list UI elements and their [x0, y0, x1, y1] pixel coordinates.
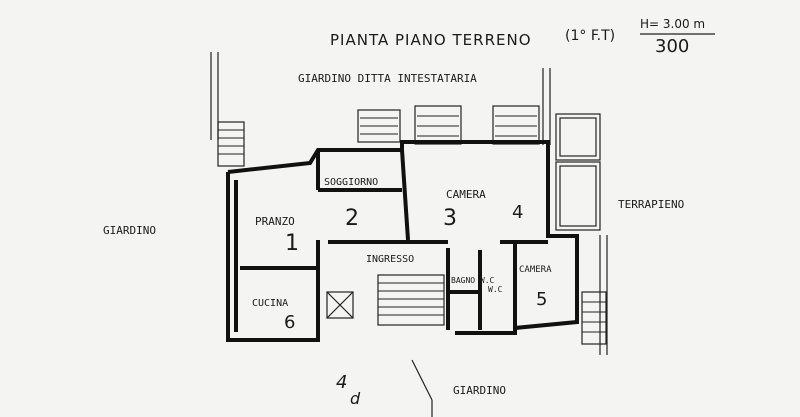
room-bagno-label: BAGNO W.C: [451, 276, 495, 285]
room-soggiorno-number: 2: [345, 206, 359, 231]
room-cucina-label: CUCINA: [252, 298, 288, 309]
boundary-lines: [210, 52, 608, 417]
svg-text:d: d: [350, 389, 361, 408]
top-frames: [357, 105, 540, 145]
height-note: H= 3.00 m: [640, 17, 705, 31]
garden-left-label: GIARDINO: [103, 224, 156, 237]
floor-note: (1° F.T): [565, 28, 615, 44]
right-stair: [581, 291, 607, 345]
left-stair: [217, 121, 245, 167]
room-pranzo-number: 1: [285, 231, 299, 256]
room-ingresso-label: INGRESSO: [366, 254, 414, 265]
room-pranzo-label: PRANZO: [255, 215, 295, 228]
handwritten-annotation: 4 d: [336, 372, 361, 408]
room-camera2-number: 5: [536, 289, 547, 310]
svg-text:4: 4: [336, 372, 347, 393]
scale-value: 300: [655, 36, 689, 57]
room-soggiorno-label: SOGGIORNO: [324, 177, 378, 188]
room-cucina-number: 6: [284, 312, 295, 333]
room-wc-label: W.C: [488, 285, 503, 294]
plan-title: PIANTA PIANO TERRENO: [330, 31, 532, 49]
room-camera2-label: CAMERA: [519, 265, 552, 275]
room-4-number: 4: [512, 202, 523, 223]
garden-top-label: GIARDINO DITTA INTESTATARIA: [298, 72, 477, 85]
room-camera-label: CAMERA: [446, 188, 486, 201]
terrace-boxes: [555, 113, 601, 231]
central-stair: [326, 274, 445, 326]
room-camera-number: 3: [443, 206, 457, 231]
garden-bottom-label: GIARDINO: [453, 384, 506, 397]
room-labels: PRANZO 1 SOGGIORNO 2 CAMERA 3 4 INGRESSO…: [252, 177, 552, 333]
terrapieno-label: TERRAPIENO: [618, 198, 684, 211]
interior-walls: [240, 149, 548, 340]
